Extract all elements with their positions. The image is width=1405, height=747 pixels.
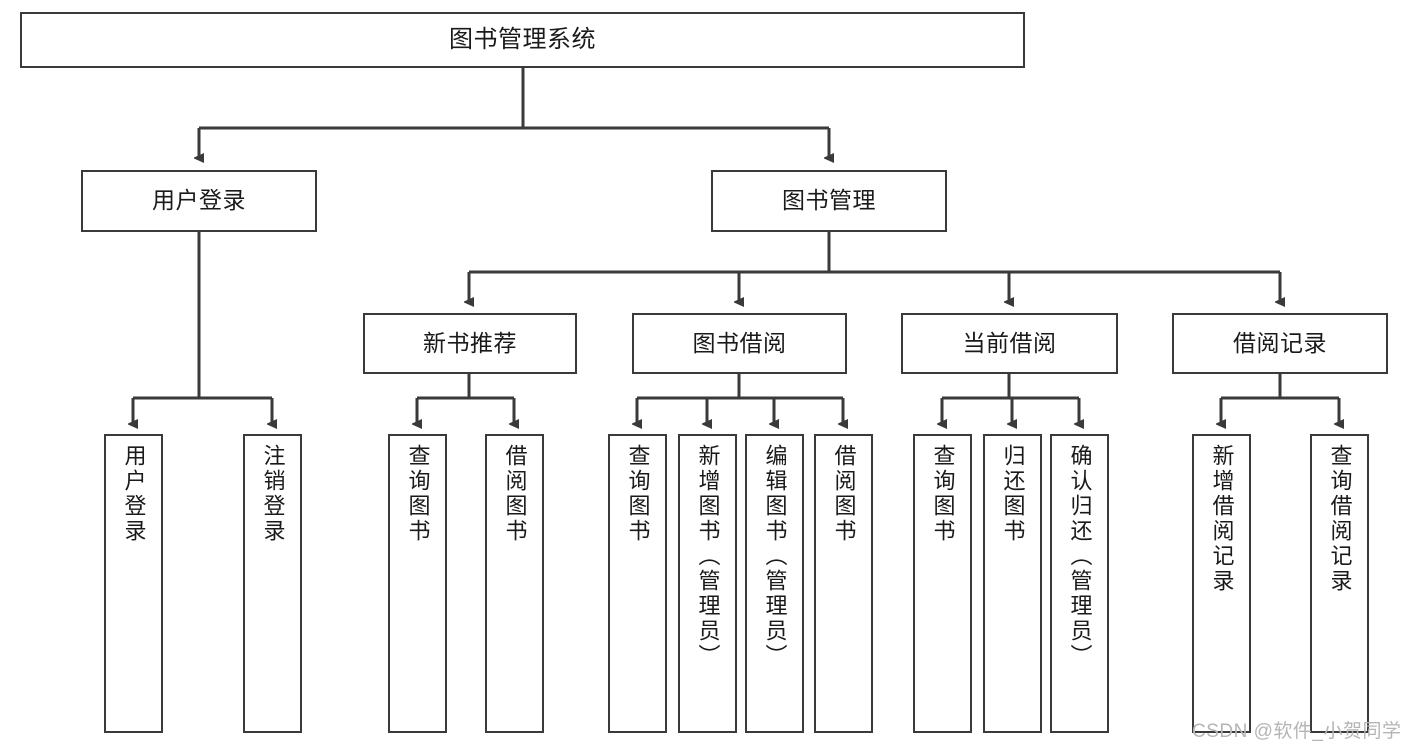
node-user-login[interactable]: 用户登录 [81,170,317,232]
leaf-current-confirm-return[interactable]: 确认归还（管理员） [1050,434,1109,733]
node-current-borrow[interactable]: 当前借阅 [901,313,1118,374]
node-label: 用户登录 [152,187,246,214]
node-borrow-record[interactable]: 借阅记录 [1172,313,1388,374]
leaf-borrow-edit-book[interactable]: 编辑图书（管理员） [745,434,804,733]
leaf-current-return-book[interactable]: 归还图书 [983,434,1042,733]
leaf-borrow-query-book[interactable]: 查询图书 [608,434,667,733]
node-label: 新书推荐 [423,329,517,356]
node-label: 注销登录 [260,444,286,544]
node-label: 当前借阅 [962,329,1057,356]
leaf-user-login[interactable]: 用户登录 [104,434,163,733]
node-book-management[interactable]: 图书管理 [711,170,947,232]
leaf-user-logout[interactable]: 注销登录 [243,434,302,733]
node-label: 图书管理系统 [449,25,596,53]
node-label: 新增图书（管理员） [695,444,721,669]
node-label: 查询借阅记录 [1327,444,1353,594]
node-label: 查询图书 [405,444,431,544]
node-root-system[interactable]: 图书管理系统 [20,12,1025,68]
node-label: 图书管理 [782,187,876,214]
node-label: 查询图书 [625,444,651,544]
watermark: CSDN @软件_小贺同学 [1192,721,1402,742]
node-label: 图书借阅 [692,329,787,356]
node-label: 借阅图书 [831,444,857,544]
node-label: 归还图书 [1000,444,1026,544]
node-label: 确认归还（管理员） [1067,444,1093,669]
leaf-borrow-borrow-book[interactable]: 借阅图书 [814,434,873,733]
node-label: 借阅记录 [1233,329,1327,356]
node-label: 借阅图书 [502,444,528,544]
node-label: 查询图书 [930,444,956,544]
node-label: 用户登录 [121,444,147,544]
leaf-recommend-query-book[interactable]: 查询图书 [388,434,447,733]
leaf-current-query-book[interactable]: 查询图书 [913,434,972,733]
node-label: 编辑图书（管理员） [762,444,788,669]
leaf-record-query[interactable]: 查询借阅记录 [1310,434,1369,733]
node-label: 新增借阅记录 [1209,444,1235,594]
node-new-book-recommend[interactable]: 新书推荐 [363,313,577,374]
leaf-record-add[interactable]: 新增借阅记录 [1192,434,1251,733]
leaf-borrow-add-book[interactable]: 新增图书（管理员） [678,434,737,733]
leaf-recommend-borrow-book[interactable]: 借阅图书 [485,434,544,733]
node-book-borrow[interactable]: 图书借阅 [632,313,847,374]
